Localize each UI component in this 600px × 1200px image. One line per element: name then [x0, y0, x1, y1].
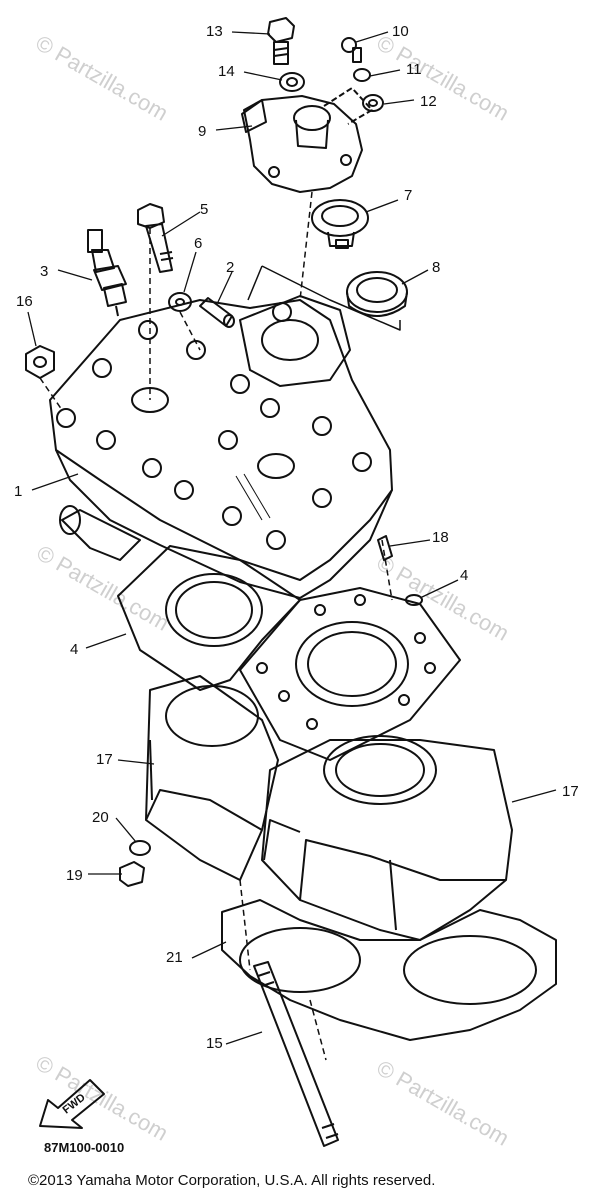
callout-4: 4: [70, 641, 78, 658]
callout-11: 11: [406, 61, 422, 78]
callout-4: 4: [460, 567, 468, 584]
callout-20: 20: [92, 809, 109, 826]
fwd-arrow-icon: [39, 1079, 105, 1129]
part-3-spark-plug: [87, 229, 127, 317]
callout-9: 9: [198, 123, 206, 140]
callout-13: 13: [206, 23, 223, 40]
part-7-thermostat: [311, 199, 369, 249]
callout-7: 7: [404, 187, 412, 204]
part-18-dowel: [377, 535, 393, 561]
part-12-washer: [362, 94, 384, 112]
callout-8: 8: [432, 259, 440, 276]
part-15-stud: [253, 961, 339, 1147]
callout-10: 10: [392, 23, 409, 40]
part-14-washer: [279, 72, 305, 92]
callout-3: 3: [40, 263, 48, 280]
callout-6: 6: [194, 235, 202, 252]
copyright-notice: ©2013 Yamaha Motor Corporation, U.S.A. A…: [28, 1172, 436, 1189]
callout-18: 18: [432, 529, 449, 546]
part-10-bolt: [341, 37, 362, 63]
part-13-bolt: [267, 17, 295, 65]
part-1-cylinder-head: [49, 295, 393, 599]
callout-labels: 1 2 3 4 4 5 6 7 8 9 10 11 12 13 14 15 16…: [14, 23, 579, 1052]
callout-19: 19: [66, 867, 83, 884]
part-21-base-gasket: [221, 899, 557, 1041]
part-9-thermostat-cover: [241, 87, 373, 193]
fwd-label: FWD: [61, 1092, 88, 1117]
callout-12: 12: [420, 93, 437, 110]
part-11-washer: [353, 68, 371, 82]
part-17-cylinder-right: [261, 735, 513, 941]
part-19-bolt: [119, 861, 145, 887]
diagram-code: 87M100-0010: [44, 1140, 125, 1155]
part-4-head-gasket-left: [117, 545, 301, 691]
callout-1: 1: [14, 483, 22, 500]
callout-5: 5: [200, 201, 208, 218]
callout-17: 17: [96, 751, 113, 768]
callout-16: 16: [16, 293, 33, 310]
callout-21: 21: [166, 949, 183, 966]
callout-2: 2: [226, 259, 234, 276]
part-5-bolt: [137, 203, 174, 273]
part-8-seal: [346, 271, 408, 317]
part-4-head-gasket-right: [239, 587, 461, 761]
part-20-washer: [129, 840, 151, 856]
callout-15: 15: [206, 1035, 223, 1052]
part-6-washer: [168, 292, 192, 312]
callout-14: 14: [218, 63, 235, 80]
part-16-nut: [25, 345, 55, 379]
part-17-cylinder-left: [145, 675, 279, 881]
callout-17: 17: [562, 783, 579, 800]
